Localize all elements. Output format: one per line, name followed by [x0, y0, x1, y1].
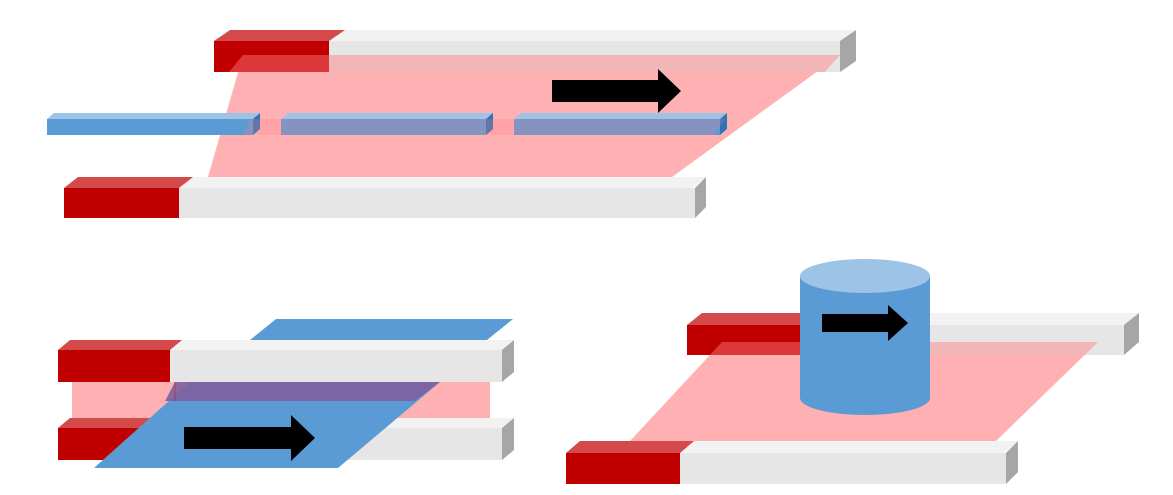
top-back-electrode [214, 41, 329, 72]
bottom-right-front-rail [566, 441, 1018, 484]
top-front-rail [64, 177, 706, 218]
top-back-rail [214, 30, 856, 72]
top-arrow-icon [552, 69, 681, 113]
top-front-electrode [64, 188, 179, 218]
bottom-left-plate [94, 382, 440, 468]
bottom-left-plate-back [250, 319, 513, 340]
bottom-right-back-electrode [687, 325, 800, 355]
top-blue-strip-2 [281, 113, 493, 135]
bottom-left-back-rail [58, 340, 514, 382]
bottom-right-arrow-icon [822, 305, 908, 341]
bottom-left-panel [58, 319, 514, 468]
bottom-right-front-electrode [566, 453, 680, 484]
bottom-left-back-electrode [58, 350, 170, 382]
top-blue-strip-3 [514, 113, 727, 135]
top-blue-strip-1 [47, 113, 260, 135]
top-panel [47, 30, 856, 218]
bottom-left-arrow-icon [184, 415, 315, 461]
bottom-right-cylinder [800, 259, 930, 415]
bottom-right-panel [566, 259, 1139, 484]
bottom-left-overlap [165, 382, 440, 401]
